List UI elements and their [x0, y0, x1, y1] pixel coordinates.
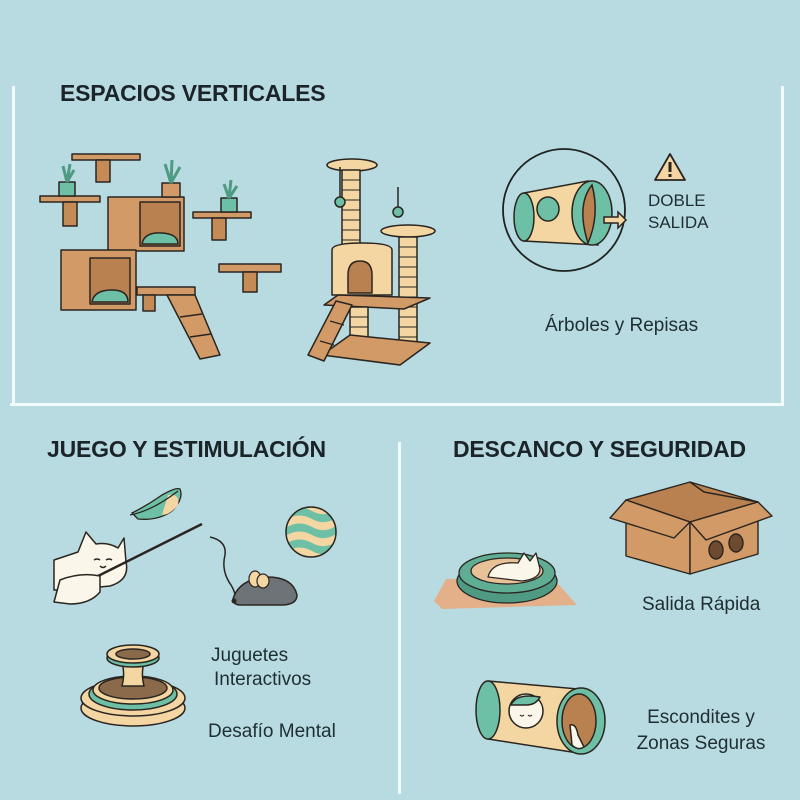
- caption-mental-challenge: Desafío Mental: [208, 721, 336, 742]
- cardboard-box-illustration: [609, 481, 773, 575]
- toy-mouse-icon: [209, 536, 298, 606]
- frame-right-border: [781, 86, 784, 406]
- section-title-vertical: ESPACIOS VERTICALES: [60, 80, 326, 106]
- caption-interactive-toys-line2: Interactivos: [214, 669, 312, 690]
- double-exit-line1: DOBLE: [648, 191, 706, 210]
- caption-quick-exit: Salida Rápida: [642, 594, 761, 615]
- section-divider: [398, 442, 401, 794]
- tunnel-double-exit-illustration: [502, 148, 628, 272]
- wall-shelves-illustration: [39, 153, 282, 360]
- caption-hiding-spots: Escondites y Zonas Seguras: [626, 705, 776, 757]
- feather-icon: [129, 487, 182, 520]
- double-exit-line2: SALIDA: [648, 213, 709, 232]
- cat-tree-illustration: [307, 158, 436, 366]
- treat-puzzle-feeder-illustration: [80, 644, 186, 727]
- section-title-rest: DESCANCO Y SEGURIDAD: [453, 436, 746, 462]
- warning-icon: [654, 153, 686, 181]
- caption-interactive-toys: Juguetes Interactivos: [211, 644, 311, 692]
- cat-wand-toy-illustration: [53, 522, 203, 605]
- caption-trees-shelves: Árboles y Repisas: [545, 315, 699, 336]
- double-exit-label: DOBLE SALIDA: [648, 190, 708, 234]
- caption-hiding-spots-line2: Zonas Seguras: [636, 733, 766, 754]
- section-title-play: JUEGO Y ESTIMULACIÓN: [47, 436, 326, 462]
- cat-bed-illustration: [434, 552, 577, 609]
- frame-left-border: [12, 86, 15, 406]
- caption-hiding-spots-line1: Escondites y: [647, 707, 755, 728]
- cat-tunnel-illustration: [475, 680, 606, 755]
- caption-interactive-toys-line1: Juguetes: [211, 645, 289, 666]
- striped-ball-icon: [285, 506, 337, 558]
- frame-bottom-border: [10, 403, 784, 406]
